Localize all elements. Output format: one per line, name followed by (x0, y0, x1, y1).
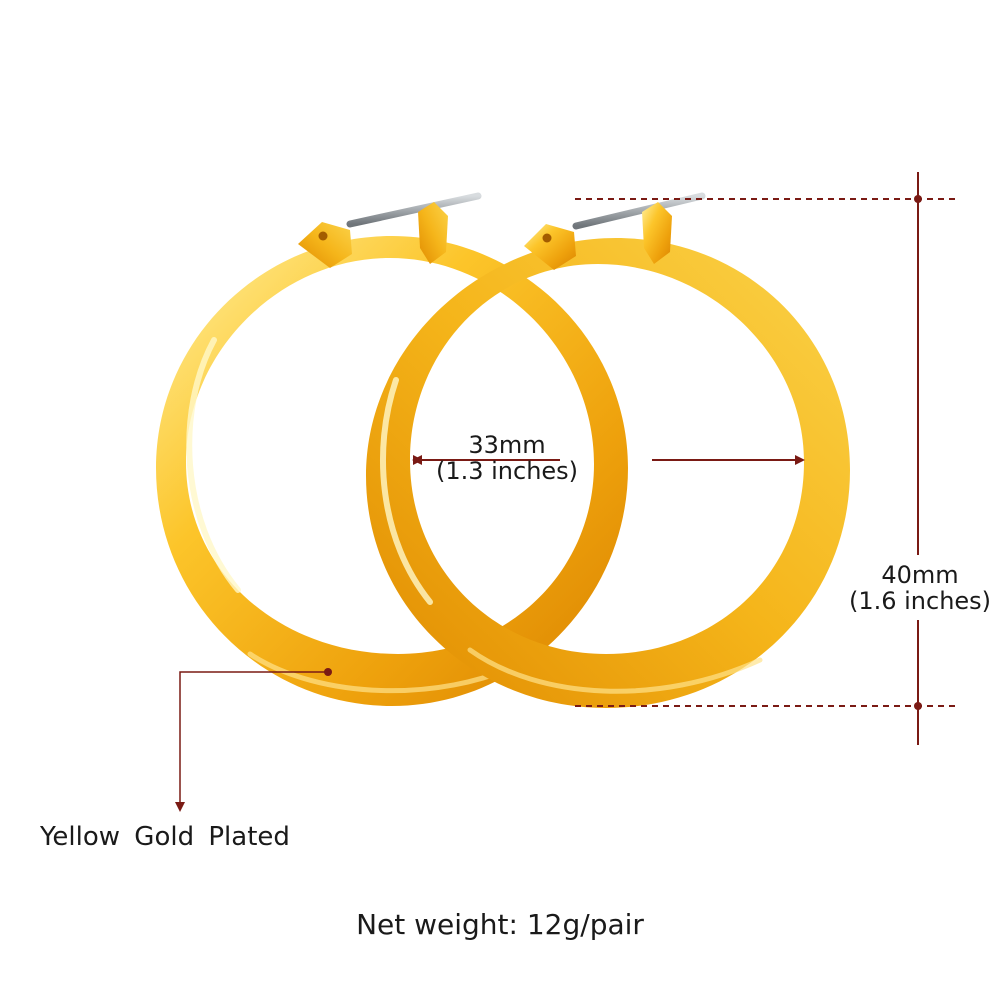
left-hoop-earring (156, 192, 628, 706)
height-imperial: (1.6 inches) (848, 587, 992, 615)
width-metric: 33mm (468, 431, 546, 459)
right-hoop-highlight (380, 377, 433, 605)
width-imperial: (1.3 inches) (435, 457, 579, 485)
height-metric: 40mm (881, 561, 959, 589)
net-weight-label: Net weight: 12g/pair (356, 908, 644, 941)
left-earring-hinge (298, 222, 352, 268)
material-label: Yellow Gold Plated (40, 822, 290, 852)
height-dimension-line (575, 172, 960, 745)
width-dimension-line (412, 455, 805, 465)
right-hoop-shade (467, 647, 763, 694)
right-hoop-earring (366, 192, 850, 708)
width-measurement-label: 33mm (1.3 inches) (405, 432, 609, 484)
left-earring-pin (346, 192, 482, 228)
left-earring-latch (418, 202, 448, 264)
right-earring-pin (572, 192, 706, 230)
right-earring-latch (642, 202, 672, 264)
right-earring-hinge (524, 224, 576, 270)
material-callout-line (175, 668, 332, 812)
left-hoop-highlight (186, 337, 241, 593)
height-measurement-label: 40mm (1.6 inches) (833, 562, 1000, 614)
